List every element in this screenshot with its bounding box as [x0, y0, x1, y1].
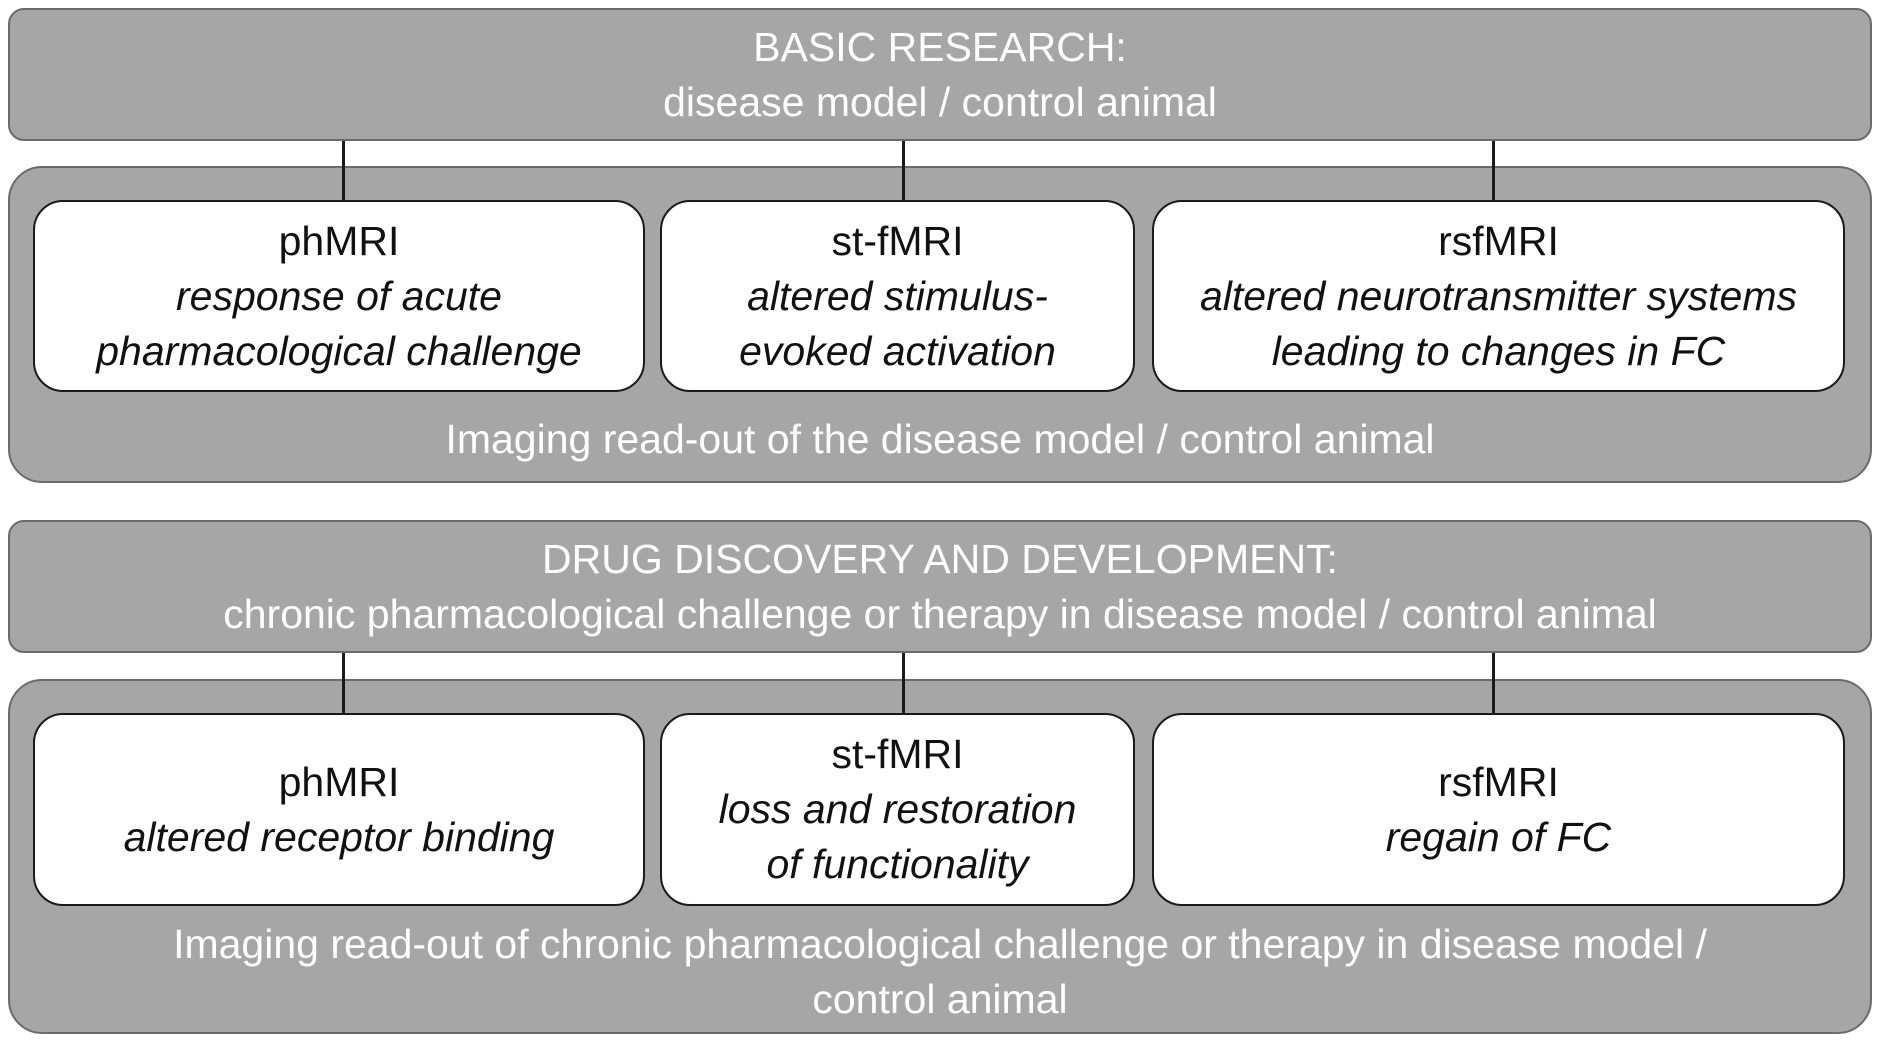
basic-card-rsfmri: rsfMRI altered neurotransmitter systems …	[1152, 200, 1845, 392]
basic-connector-phmri	[342, 141, 345, 200]
drug-connector-rsfmri	[1492, 653, 1495, 713]
drug-discovery-footer: Imaging read-out of chronic pharmacologi…	[173, 921, 1707, 1022]
drug-card-phmri-method: phMRI	[278, 758, 400, 805]
basic-card-phmri: phMRI response of acute pharmacological …	[33, 200, 645, 392]
basic-card-stfmri-method: st-fMRI	[831, 217, 964, 264]
basic-research-subtitle: disease model / control animal	[663, 78, 1217, 125]
drug-discovery-header: DRUG DISCOVERY AND DEVELOPMENT: chronic …	[8, 520, 1872, 653]
drug-card-phmri: phMRI altered receptor binding	[33, 713, 645, 906]
drug-card-phmri-desc: altered receptor binding	[123, 813, 555, 860]
basic-connector-rsfmri	[1492, 141, 1495, 200]
basic-card-rsfmri-method: rsfMRI	[1438, 217, 1559, 264]
basic-card-phmri-desc: response of acute pharmacological challe…	[96, 272, 582, 374]
basic-card-stfmri-desc: altered stimulus- evoked activation	[739, 272, 1056, 374]
drug-card-rsfmri: rsfMRI regain of FC	[1152, 713, 1845, 906]
drug-discovery-subtitle: chronic pharmacological challenge or the…	[223, 590, 1657, 637]
drug-card-stfmri-desc: loss and restoration of functionality	[718, 786, 1077, 887]
basic-card-phmri-method: phMRI	[278, 217, 400, 264]
drug-card-stfmri-method: st-fMRI	[831, 731, 964, 777]
basic-card-rsfmri-desc: altered neurotransmitter systems leading…	[1199, 272, 1797, 374]
drug-connector-stfmri	[902, 653, 905, 713]
drug-discovery-title: DRUG DISCOVERY AND DEVELOPMENT:	[542, 535, 1338, 582]
drug-connector-phmri	[342, 653, 345, 713]
drug-card-rsfmri-desc: regain of FC	[1385, 813, 1612, 860]
basic-card-stfmri: st-fMRI altered stimulus- evoked activat…	[660, 200, 1135, 392]
basic-research-footer: Imaging read-out of the disease model / …	[445, 416, 1435, 462]
drug-card-stfmri: st-fMRI loss and restoration of function…	[660, 713, 1135, 906]
drug-card-rsfmri-method: rsfMRI	[1438, 758, 1559, 805]
basic-research-title: BASIC RESEARCH:	[753, 23, 1127, 70]
basic-research-header: BASIC RESEARCH: disease model / control …	[8, 8, 1872, 141]
basic-connector-stfmri	[902, 141, 905, 200]
